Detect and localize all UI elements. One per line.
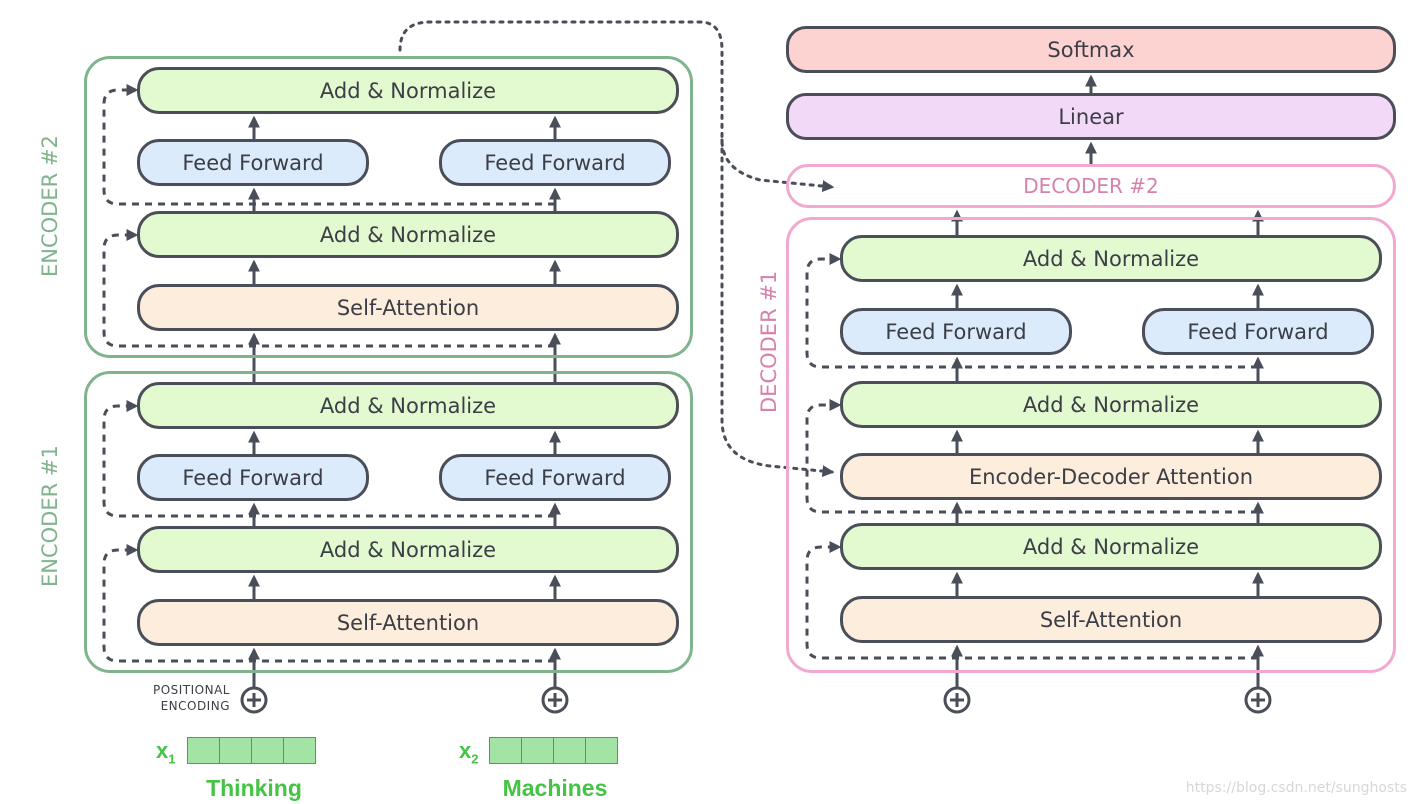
encoder-2-title: ENCODER #2 (38, 135, 62, 277)
encoder-1-title: ENCODER #1 (38, 445, 62, 587)
input-1-word: Thinking (206, 775, 302, 801)
residual-enc2-ff (102, 84, 555, 206)
encoder-1-add-normalize-top: Add & Normalize (137, 382, 679, 429)
encoder-1-stack (84, 371, 693, 673)
embedding-cell (187, 737, 220, 764)
input-2-word: Machines (502, 775, 608, 801)
input-1-symbol-letter: x (156, 738, 169, 763)
decoder-1-add-normalize-2: Add & Normalize (840, 381, 1382, 428)
plus-icon (943, 686, 971, 714)
embedding-cell (251, 737, 284, 764)
positional-encoding-label: POSITIONAL ENCODING (118, 682, 230, 714)
residual-enc2-sa (102, 229, 555, 348)
encoder-1-feed-forward-left: Feed Forward (137, 454, 369, 501)
input-2-symbol-letter: x (459, 738, 472, 763)
encoder-2-feed-forward-right: Feed Forward (439, 139, 671, 186)
watermark: https://blog.csdn.net/sunghosts (1185, 780, 1407, 796)
input-2-symbol: x2 (459, 738, 478, 766)
embedding-cell (489, 737, 522, 764)
link-encoder-to-decoder2 (398, 20, 835, 193)
embedding-cell (283, 737, 316, 764)
decoder-1-encoder-decoder-attention: Encoder-Decoder Attention (840, 453, 1382, 500)
encoder-2-add-normalize-mid: Add & Normalize (137, 211, 679, 258)
decoder-1-title: DECODER #1 (757, 270, 781, 413)
decoder-1-add-normalize-1: Add & Normalize (840, 523, 1382, 570)
encoder-1-self-attention: Self-Attention (137, 599, 679, 646)
decoder-2-stack: DECODER #2 (786, 164, 1396, 208)
input-1-embedding-vector (187, 737, 316, 764)
linear-layer: Linear (786, 93, 1396, 140)
residual-dec-eda (805, 399, 1258, 514)
plus-icon (541, 686, 569, 714)
residual-dec-sa (805, 541, 1258, 660)
embedding-cell (585, 737, 618, 764)
encoder-2-add-normalize-top: Add & Normalize (137, 67, 679, 114)
plus-icon (240, 686, 268, 714)
encoder-1-feed-forward-right: Feed Forward (439, 454, 671, 501)
residual-dec-ff (805, 253, 1258, 369)
plus-icon (1244, 686, 1272, 714)
decoder-1-feed-forward-left: Feed Forward (840, 308, 1072, 355)
input-1-symbol: x1 (156, 738, 175, 766)
residual-enc1-ff (102, 400, 555, 518)
input-2-subscript: 2 (471, 751, 479, 767)
input-2-embedding-vector (489, 737, 618, 764)
decoder-1-feed-forward-right: Feed Forward (1142, 308, 1374, 355)
encoder-1-add-normalize-mid: Add & Normalize (137, 526, 679, 573)
embedding-cell (553, 737, 586, 764)
positional-encoding-label-line-2: ENCODING (160, 699, 230, 713)
decoder-1-add-normalize-top: Add & Normalize (840, 235, 1382, 282)
residual-enc1-sa (102, 544, 555, 663)
softmax-layer: Softmax (786, 26, 1396, 73)
input-1-subscript: 1 (168, 751, 176, 767)
encoder-2-self-attention: Self-Attention (137, 284, 679, 331)
encoder-2-stack (84, 56, 693, 358)
decoder-1-stack (786, 217, 1396, 673)
positional-encoding-label-line-1: POSITIONAL (152, 683, 230, 697)
link-encoder-to-decoder1 (720, 138, 835, 478)
embedding-cell (521, 737, 554, 764)
embedding-cell (219, 737, 252, 764)
encoder-2-feed-forward-left: Feed Forward (137, 139, 369, 186)
decoder-1-self-attention: Self-Attention (840, 596, 1382, 643)
